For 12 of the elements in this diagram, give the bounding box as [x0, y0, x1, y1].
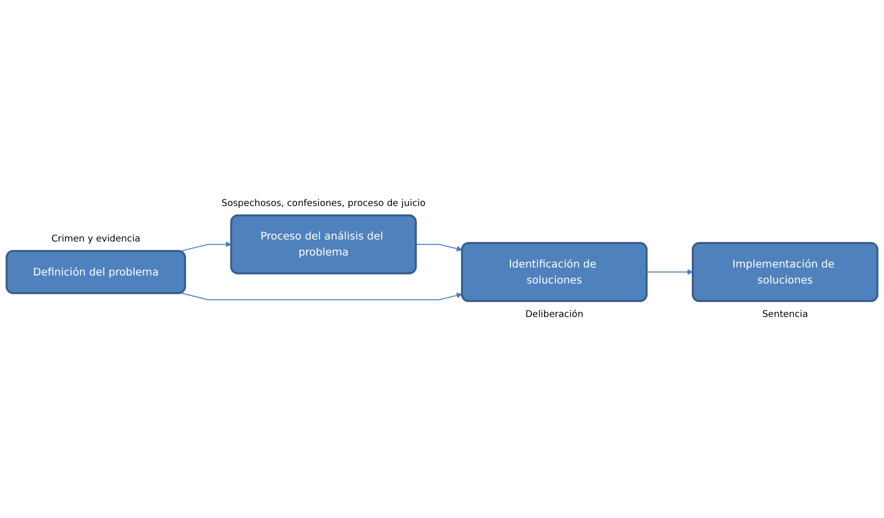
node-box: Implementación de soluciones [692, 242, 878, 302]
node-box: Definición del problema [6, 250, 186, 294]
arrow [180, 292, 462, 300]
node-box: Proceso del análisis del problema [230, 214, 417, 274]
node-caption: Sospechosos, confesiones, proceso de juicio [222, 198, 426, 210]
arrow [415, 244, 462, 252]
arrow [646, 269, 694, 275]
node-box: Identificación de soluciones [461, 242, 648, 302]
node-caption: Deliberación [525, 308, 584, 320]
node-caption: Crimen y evidencia [51, 234, 140, 245]
arrow [180, 241, 232, 252]
node-caption: Sentencia [762, 308, 808, 320]
